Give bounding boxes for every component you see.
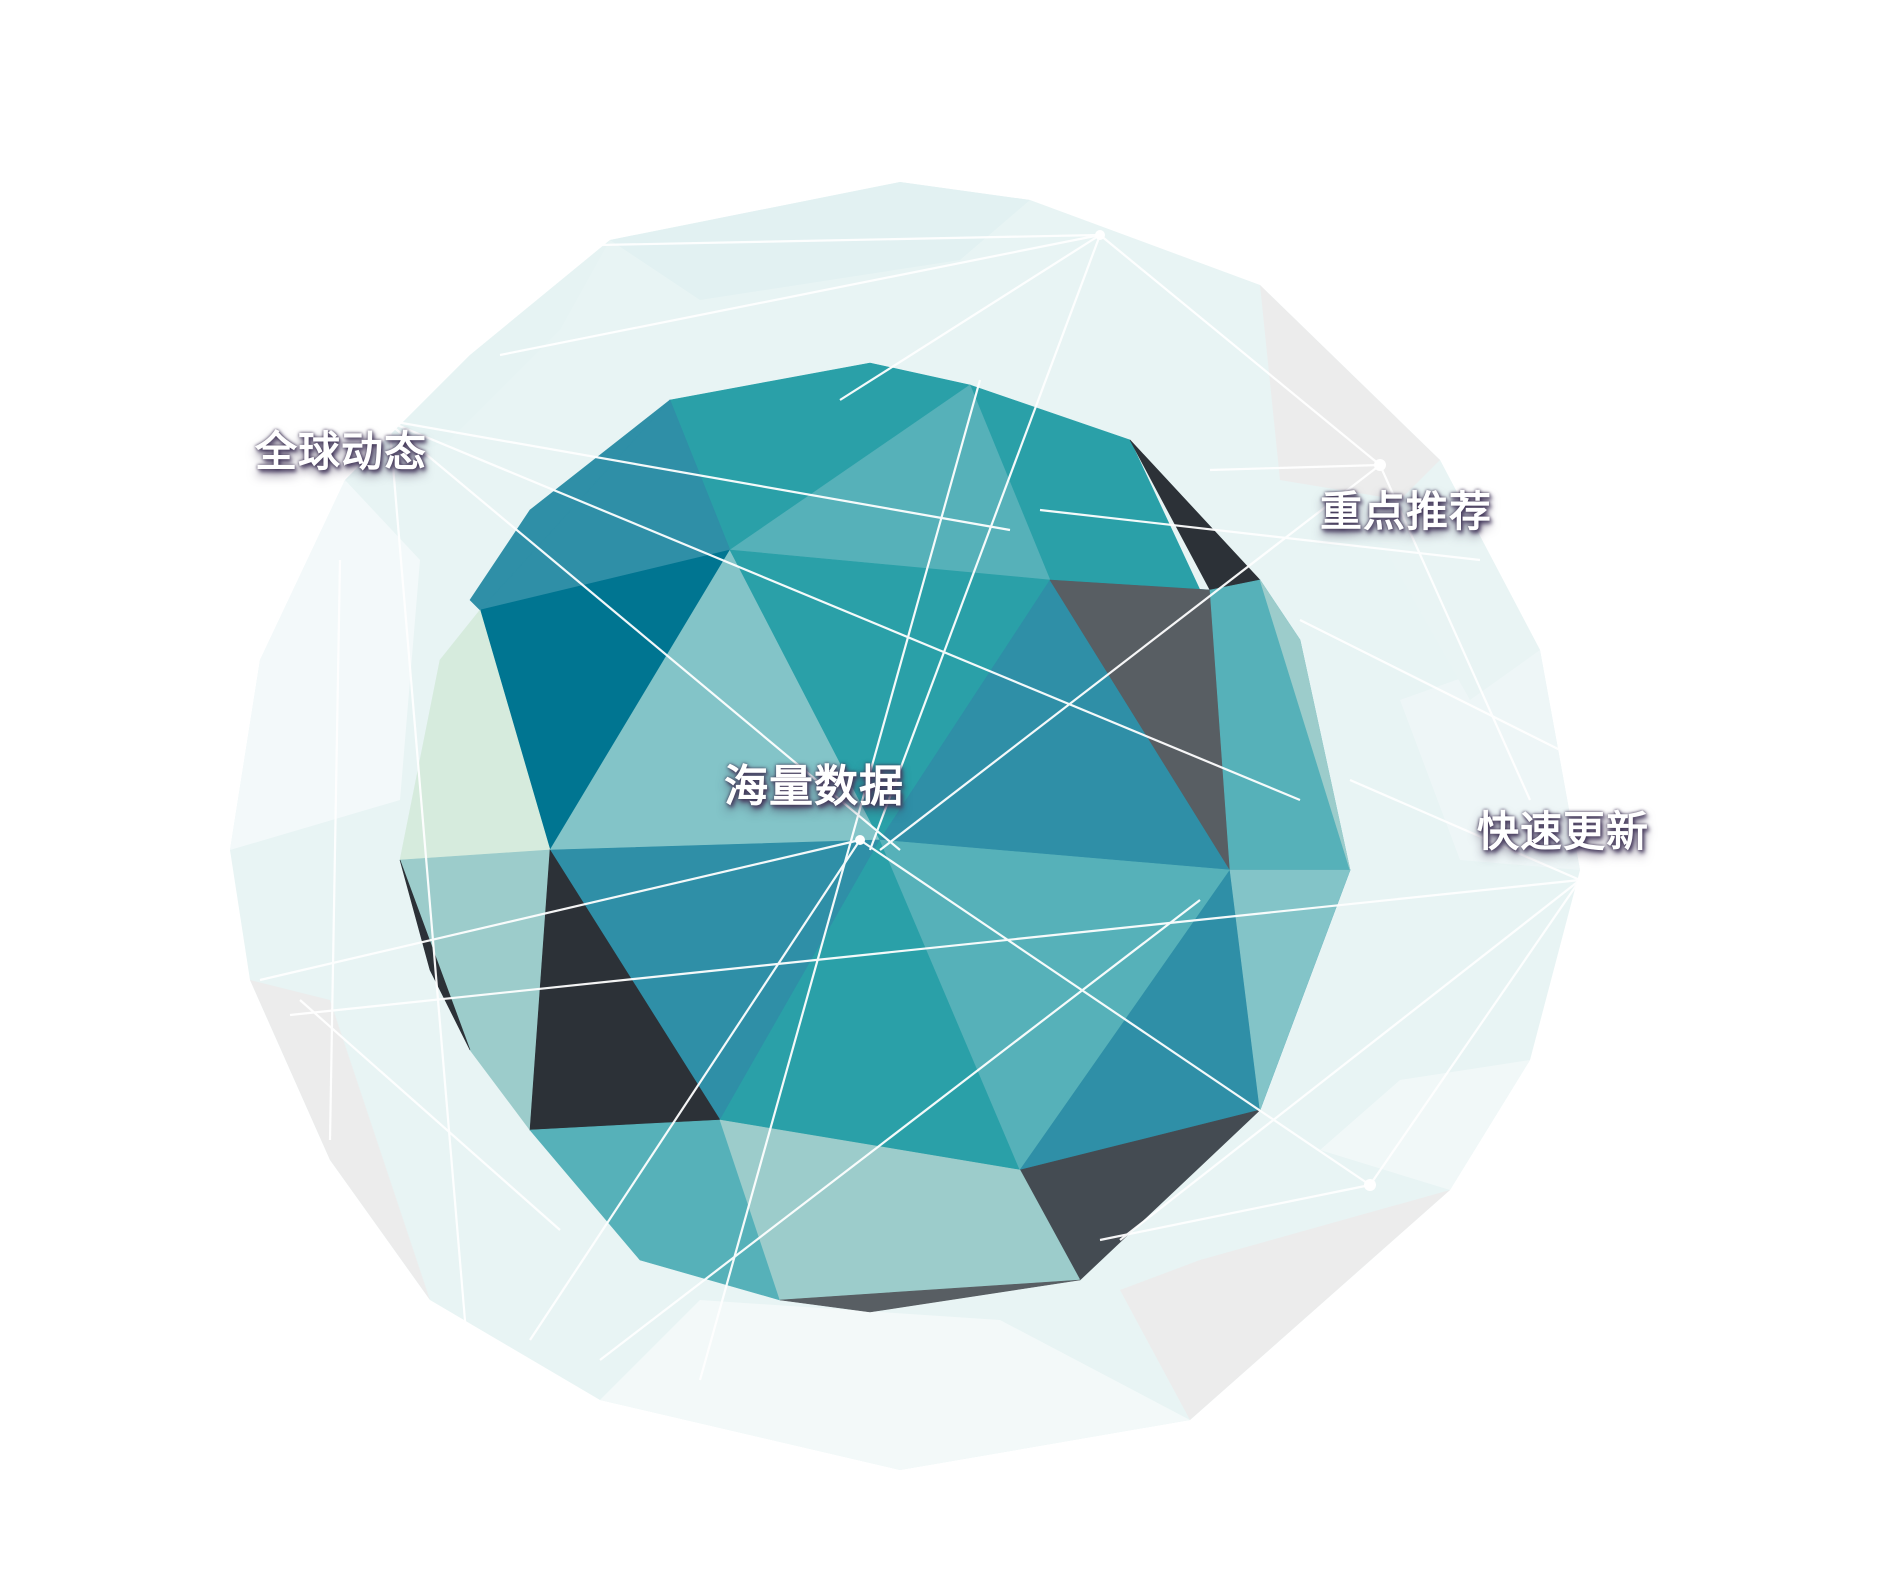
label-global-news[interactable]: 全球动态 [255, 427, 428, 476]
network-lines [259, 233, 1581, 1381]
label-big-data[interactable]: 海量数据 [724, 761, 904, 812]
label-fast-update[interactable]: 快速更新 [1477, 807, 1650, 856]
inner-globe [399, 362, 1351, 1313]
network-nodes [380, 230, 1386, 1191]
label-featured[interactable]: 重点推荐 [1320, 487, 1493, 536]
